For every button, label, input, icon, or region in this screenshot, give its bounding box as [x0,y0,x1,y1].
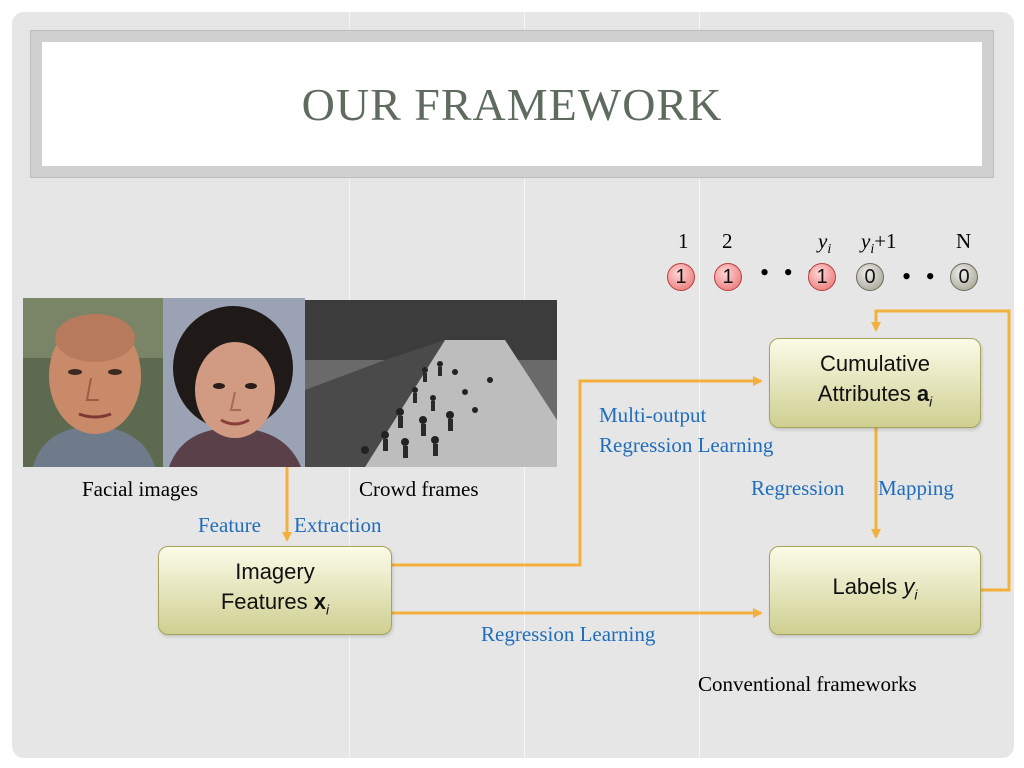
labels-text: Labels [832,573,904,599]
extraction-label: Extraction [294,513,382,537]
vector-ellipsis-1: • • • [760,258,821,287]
vector-cell-yi: 1 [808,263,836,291]
labels-box: Labels yi [769,546,981,635]
arrow-multi-output [391,376,763,567]
conventional-frameworks-caption: Conventional frameworks [698,672,917,696]
index-yi-sub: i [827,242,832,258]
labels-var: y [903,573,915,599]
vector-cell-yi-plus-1: 0 [856,263,884,291]
title-box [42,42,982,166]
index-2: 2 [722,229,733,253]
face-photo-man [23,298,163,467]
index-yi1-suffix: +1 [874,229,897,253]
crowd-frames-caption: Crowd frames [359,477,479,501]
cumulative-sub: i [929,393,933,410]
imagery-line2: Features xi [221,587,329,624]
index-1: 1 [678,229,689,253]
imagery-features-box: Imagery Features xi [158,546,392,635]
imagery-line1: Imagery [235,558,315,584]
crowd-photo [305,300,557,467]
cumulative-line1: Cumulative [819,351,931,377]
index-yi1-var: y [861,229,871,253]
imagery-line2-text: Features [220,588,314,614]
multi-output-regression-label: Regression Learning [599,433,774,457]
cumulative-attributes-box: Cumulative Attributes ai [769,338,981,428]
vector-cell-2: 1 [714,263,742,291]
regression-learning-label: Regression Learning [481,622,656,646]
stripe [699,12,700,758]
labels-sub: i [914,586,918,603]
cumulative-line2-text: Attributes [817,381,917,407]
labels-line: Labels yi [832,572,917,609]
slide-title: OUR FRAMEWORK [301,78,723,130]
multi-output-label: Multi-output [599,403,707,427]
index-yi-var: y [818,229,828,253]
index-yi: yi [818,229,831,258]
regression-label: Regression [751,476,845,500]
face-photo-woman [163,298,305,467]
feature-label: Feature [198,513,261,537]
index-yi1-sub: i [870,242,875,258]
facial-images-caption: Facial images [82,477,199,501]
vector-cell-n: 0 [950,263,978,291]
mapping-label: Mapping [878,476,954,500]
cumulative-var: a [916,381,930,407]
vector-cell-1: 1 [667,263,695,291]
cumulative-line2: Attributes ai [818,379,932,416]
index-yi-plus-1: yi+1 [861,229,897,258]
vector-ellipsis-2: • • • [902,262,963,291]
arrow-labels-to-vector [871,309,1011,592]
imagery-sub: i [326,601,330,618]
imagery-var: x [313,588,327,614]
index-n: N [956,229,972,253]
